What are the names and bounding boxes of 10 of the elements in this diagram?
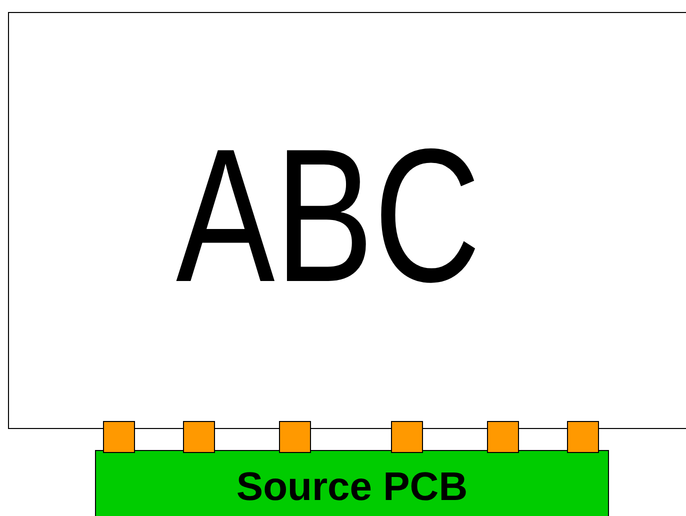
display-panel — [8, 12, 686, 429]
connector-pad — [183, 421, 215, 453]
board-label: Source PCB — [236, 467, 468, 507]
connector-pad — [391, 421, 423, 453]
connector-pad — [567, 421, 599, 453]
connector-pad — [103, 421, 135, 453]
connector-pad — [487, 421, 519, 453]
connector-pad — [279, 421, 311, 453]
panel-text: ABC — [176, 120, 480, 310]
pcb-board — [95, 450, 609, 516]
